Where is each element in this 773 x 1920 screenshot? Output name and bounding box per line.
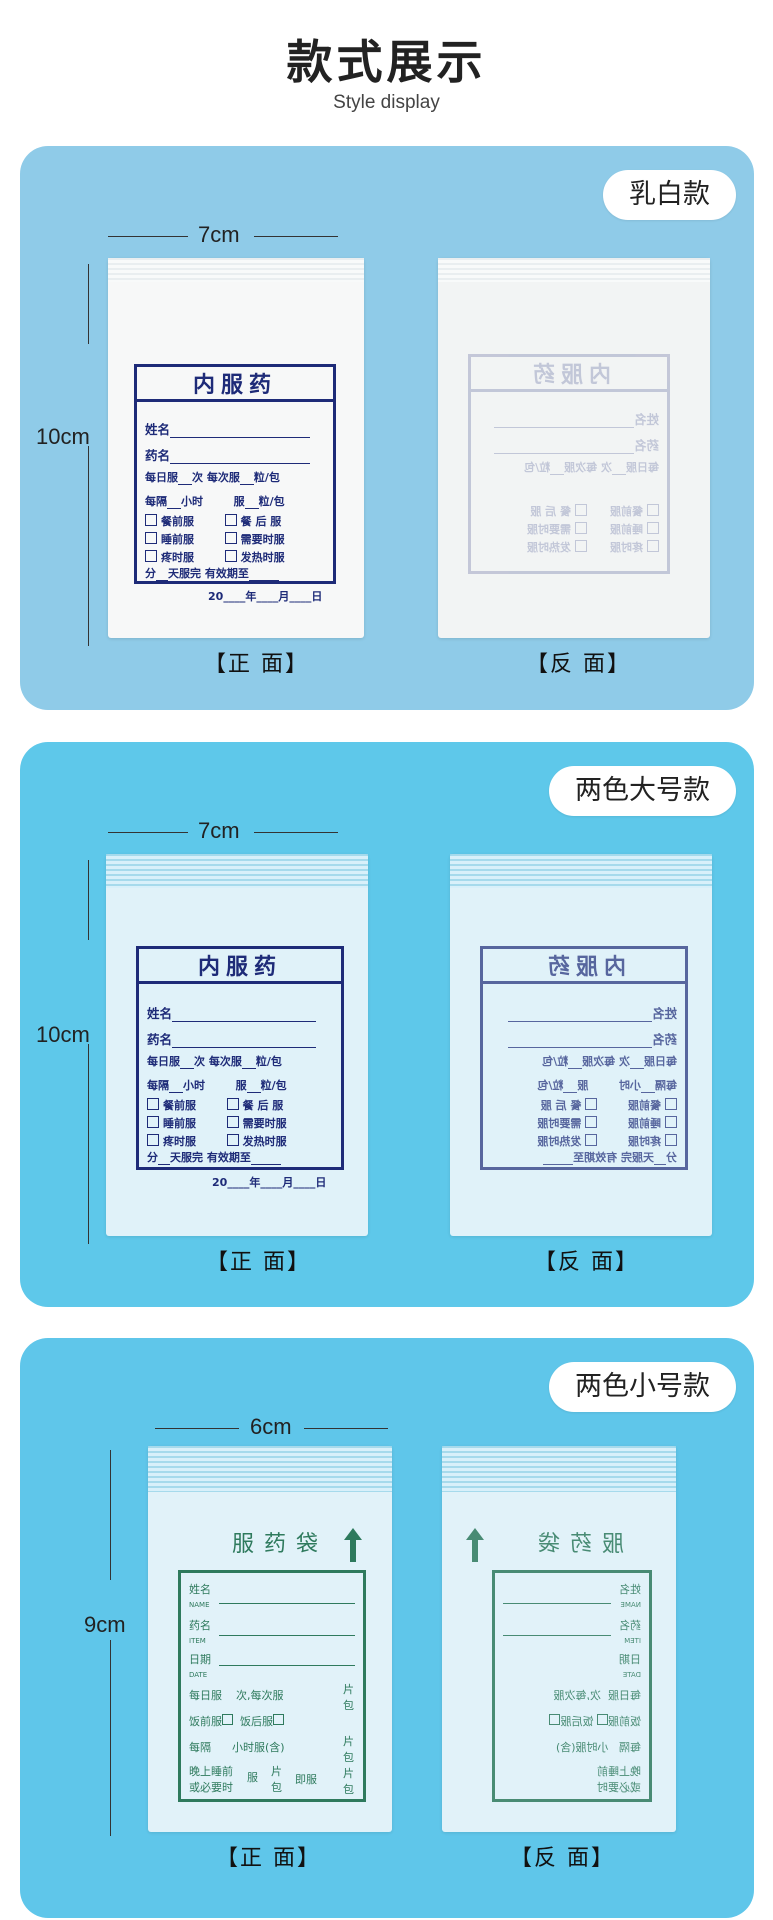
height-line-bottom <box>88 446 89 646</box>
page-title: 款式展示 <box>286 35 487 89</box>
medicine-label: 内服药 姓名 药名 每日服次 每次服粒/包 每隔小时 服粒/包 餐前服 餐 后 … <box>136 946 344 1170</box>
width-label: 6cm <box>250 1414 292 1439</box>
width-line-right <box>304 1428 388 1429</box>
height-line-top <box>88 264 89 344</box>
height-line-top <box>88 860 89 940</box>
back-bag: 内服药 姓名 药名 每日服次 每次服粒/包 餐前服 餐 后 服 睡前服 需要时服… <box>438 258 710 638</box>
height-label: 10cm <box>36 1022 90 1047</box>
height-label: 9cm <box>84 1612 126 1637</box>
height-line-bottom <box>88 1044 89 1244</box>
style-badge: 乳白款 <box>603 170 736 220</box>
zipper <box>106 854 368 888</box>
drug-label: 药名 <box>145 448 171 463</box>
width-line-left <box>108 236 188 237</box>
front-bag: 内服药 姓名 药名 每日服次 每次服粒/包 每隔小时 服粒/包 餐前服 餐 后 … <box>106 854 368 1236</box>
width-line-right <box>254 832 338 833</box>
width-line-left <box>155 1428 239 1429</box>
medicine-label-reverse: 内服药 姓名 药名 每日服次 每次服粒/包 餐前服 餐 后 服 睡前服 需要时服… <box>468 354 670 574</box>
label-title: 内服药 <box>137 367 333 402</box>
back-caption: 【反 面】 <box>510 1846 615 1871</box>
height-line-top <box>110 1450 111 1580</box>
back-caption: 【反 面】 <box>526 652 631 677</box>
width-line-right <box>254 236 338 237</box>
width-label: 7cm <box>198 818 240 843</box>
label-title: 服药袋 <box>232 1532 329 1557</box>
arrow-up-icon <box>472 1538 478 1562</box>
style-badge: 两色小号款 <box>549 1362 736 1412</box>
date-line: 20____年____月____日 <box>212 1176 327 1189</box>
front-caption: 【正 面】 <box>204 652 309 677</box>
height-line-bottom <box>110 1640 111 1836</box>
medicine-label-reverse: 内服药 姓名 药名 每日服次 每次服粒/包 每隔小时 服粒/包 餐前服 餐 后 … <box>480 946 688 1170</box>
zipper <box>450 854 712 888</box>
height-label: 10cm <box>36 424 90 449</box>
name-label: 姓名 <box>145 422 171 437</box>
medicine-label: 内服药 姓名 药名 每日服次 每次服粒/包 每隔小时 服粒/包 餐前服 餐 后 … <box>134 364 336 584</box>
back-bag: 内服药 姓名 药名 每日服次 每次服粒/包 每隔小时 服粒/包 餐前服 餐 后 … <box>450 854 712 1236</box>
style-badge: 两色大号款 <box>549 766 736 816</box>
width-label: 7cm <box>198 222 240 247</box>
page-subtitle: Style display <box>333 92 440 113</box>
zipper <box>148 1446 392 1492</box>
front-caption: 【正 面】 <box>216 1846 321 1871</box>
width-line-left <box>108 832 188 833</box>
arrow-up-icon <box>344 1528 362 1562</box>
front-caption: 【正 面】 <box>206 1250 311 1275</box>
back-caption: 【反 面】 <box>534 1250 639 1275</box>
zipper <box>442 1446 676 1492</box>
date-line: 20____年____月____日 <box>208 590 323 603</box>
section-two-color-large: 两色大号款 7cm 10cm 内服药 姓名 药名 每日服次 每次服粒/包 每隔小… <box>20 742 754 1307</box>
zipper <box>438 258 710 282</box>
zipper <box>108 258 364 282</box>
front-bag: 内服药 姓名 药名 每日服次 每次服粒/包 每隔小时 服粒/包 餐前服 餐 后 … <box>108 258 364 638</box>
section-milky-white: 乳白款 7cm 10cm 内服药 姓名 药名 每日服次 每次服粒/包 每隔小时 … <box>20 146 754 710</box>
